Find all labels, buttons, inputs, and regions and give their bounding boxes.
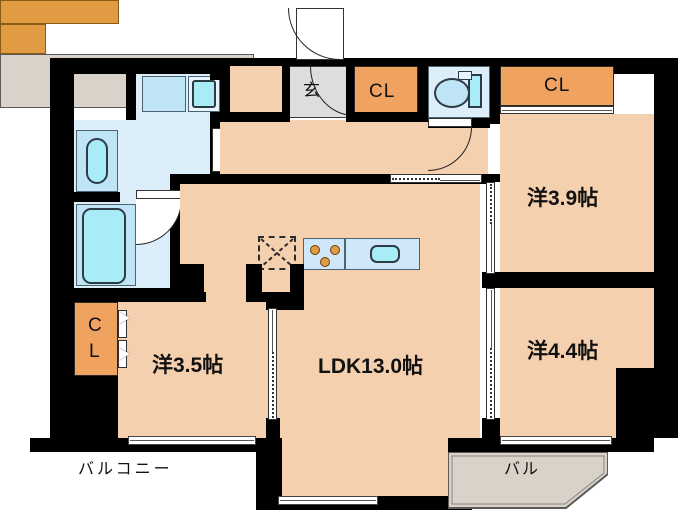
west-closet-label-line2: L <box>89 341 100 362</box>
bedroom-closet-slider-rail <box>502 110 612 111</box>
wall-left-lower-return <box>50 424 74 452</box>
bedroom-closet[interactable] <box>500 66 614 106</box>
wall-ldk-east-top <box>482 174 500 182</box>
ldk-room44-slider-rail-2 <box>490 348 492 418</box>
wall-room35-left <box>74 376 118 438</box>
washbasin-icon <box>86 138 108 184</box>
bedroom-closet-label: CL <box>544 75 571 96</box>
bathtub-icon <box>82 208 126 284</box>
small-balcony <box>448 452 608 509</box>
room44-balcony-window-rail <box>502 440 610 441</box>
wall-hall-top <box>220 112 290 122</box>
room-35-label: 洋3.5帖 <box>152 354 224 377</box>
room-44-floor <box>500 288 654 368</box>
stove-burner-left <box>310 245 320 255</box>
wall-corridor-left <box>170 174 180 288</box>
room-44-label: 洋4.4帖 <box>527 340 599 363</box>
room-39-floor <box>500 114 654 272</box>
wall-ldk-east-mid <box>482 272 500 288</box>
toilet-icon <box>434 78 470 108</box>
room35-ldk-slider-rail-2 <box>272 352 274 418</box>
wall-cl-bottom <box>346 112 428 122</box>
room35-ldk-slider-rail <box>272 310 273 352</box>
stove-burner-center <box>320 257 330 267</box>
wall-room-44-notch <box>616 368 654 438</box>
wall-ldk-east-bottom <box>482 418 500 438</box>
toilet-door-frame[interactable] <box>428 118 472 127</box>
wall-room35-top <box>118 292 206 302</box>
wall-bath-divider <box>74 192 120 202</box>
ldk-label: LDK13.0帖 <box>318 355 424 378</box>
wall-room35-east <box>266 292 280 310</box>
wall-upper-divider-4 <box>418 66 428 118</box>
ldk-room39-slider[interactable] <box>486 182 495 274</box>
room-39-label: 洋3.9帖 <box>527 187 599 210</box>
wall-east-room-bottom <box>472 438 500 452</box>
ldk-hall-slider-rail-2 <box>440 180 480 181</box>
ldk-hall-slider-rail <box>392 178 440 180</box>
entry-closet[interactable] <box>354 66 418 118</box>
closet-upper-left <box>230 66 282 118</box>
refrigerator-space-cross <box>260 238 294 268</box>
small-balcony-label: バル <box>504 461 541 478</box>
entry-closet-label: CL <box>369 81 396 102</box>
wall-kitchen-partition-top <box>290 264 304 310</box>
room-44-floor-lower <box>500 368 616 438</box>
bathroom-door-frame[interactable] <box>136 190 182 199</box>
kitchen-sink-basin <box>370 245 400 263</box>
wall-exterior-left <box>50 58 74 438</box>
ldk-window-rail <box>280 500 376 501</box>
toilet-tank <box>468 74 482 108</box>
west-closet-fold-arrow-bottom[interactable] <box>119 348 130 360</box>
wall-laundry-left <box>126 74 136 120</box>
wall-upper-divider-2 <box>282 66 290 118</box>
room-35-floor <box>118 302 266 438</box>
kitchen-counter <box>0 0 119 24</box>
ldk-room39-slider-rail <box>490 184 492 224</box>
kitchen-counter-left-block <box>0 24 46 54</box>
west-closet-fold-bar-top[interactable] <box>118 310 127 338</box>
wall-between-rooms-east <box>490 272 654 288</box>
wall-toilet-right <box>490 66 500 124</box>
wall-kitchen-partition <box>180 264 204 292</box>
wall-bottom-left-stub <box>30 438 44 452</box>
wall-ldk-top <box>180 174 490 184</box>
laundry-sink-basin <box>192 80 216 108</box>
west-closet[interactable] <box>74 302 118 376</box>
ldk-room44-slider-rail <box>491 290 492 348</box>
washing-machine-icon <box>142 76 186 112</box>
wall-upper-divider-1 <box>220 66 230 118</box>
wall-washroom-right-upper <box>210 74 220 80</box>
ldk-room39-slider-rail-2 <box>491 224 492 272</box>
wall-room35-east-bottom <box>266 418 280 438</box>
stove-burner-right <box>330 245 340 255</box>
west-closet-fold-arrow-top[interactable] <box>119 312 130 324</box>
west-closet-label-line1: C <box>88 315 102 336</box>
main-balcony-label: バルコニー <box>78 461 173 478</box>
room35-balcony-window-rail <box>130 440 254 441</box>
toilet-lid <box>458 71 472 80</box>
wall-exterior-right <box>654 58 678 438</box>
wall-upper-divider-3 <box>346 66 354 118</box>
